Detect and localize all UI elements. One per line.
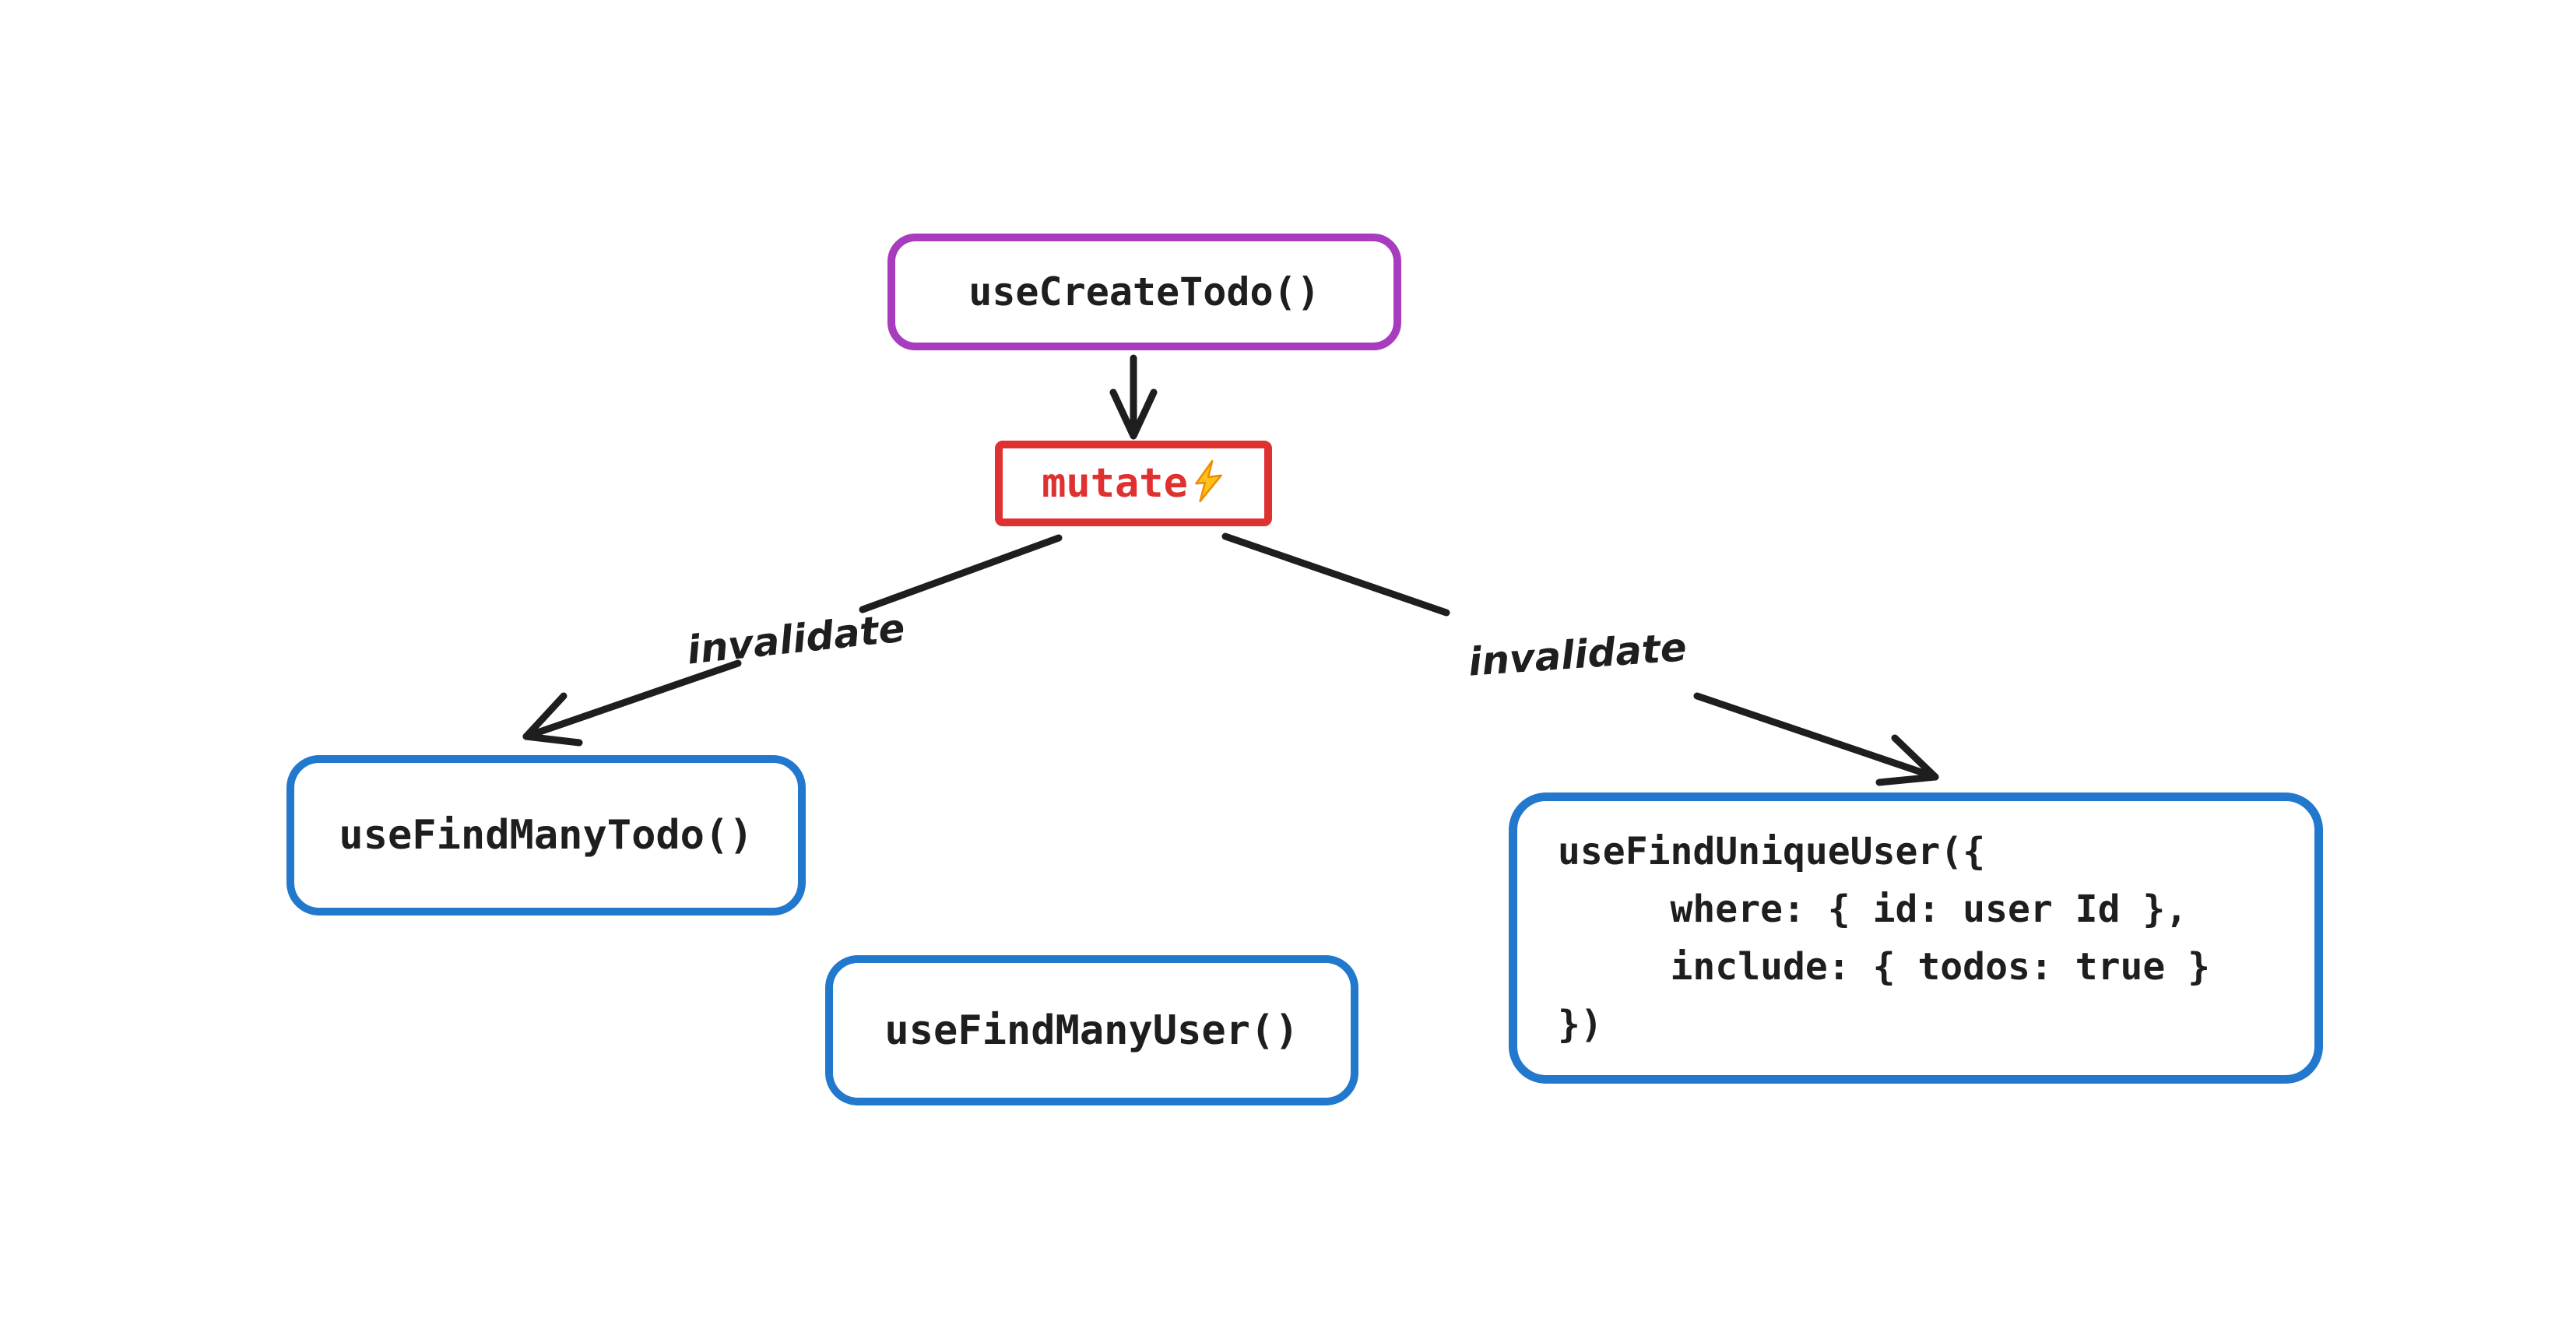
node-label: useCreateTodo()	[968, 269, 1320, 315]
node-use-find-unique-user: useFindUniqueUser({ where: { id: user Id…	[1509, 793, 2323, 1084]
node-mutate: mutate	[995, 441, 1272, 526]
node-label: mutate	[1042, 460, 1188, 507]
arrow-shaft	[1693, 692, 1939, 781]
node-label: useFindUniqueUser({ where: { id: user Id…	[1558, 830, 2211, 1046]
arrow-create-to-mutate	[1109, 354, 1158, 440]
lightning-icon	[1195, 459, 1222, 503]
arrow-head-icon	[522, 692, 583, 747]
arrow-shaft	[1221, 532, 1450, 617]
node-use-find-many-user: useFindManyUser()	[825, 955, 1358, 1105]
edge-label-invalidate-left: invalidate	[684, 605, 907, 673]
arrow-shaft	[859, 534, 1063, 613]
edge-label-invalidate-right: invalidate	[1467, 624, 1689, 685]
arrow-head-icon	[1875, 734, 1939, 786]
node-use-find-many-todo: useFindManyTodo()	[286, 755, 806, 916]
arrow-shaft	[522, 659, 742, 740]
arrow-head-icon	[1109, 388, 1158, 440]
node-use-create-todo: useCreateTodo()	[887, 234, 1401, 350]
node-label: useFindManyUser()	[884, 1007, 1299, 1054]
node-label: useFindManyTodo()	[339, 812, 754, 859]
